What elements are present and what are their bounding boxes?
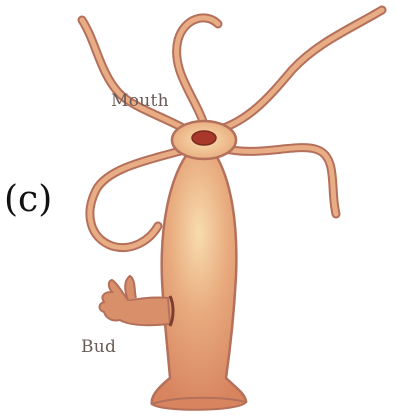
panel-letter: (c) (4, 182, 52, 218)
tentacle-upper-left (82, 20, 190, 132)
mouth-opening (192, 131, 216, 145)
basal-disc (152, 398, 246, 410)
tentacle-right (222, 148, 336, 214)
mouth-label: Mouth (111, 91, 169, 111)
bud-label: Bud (81, 337, 116, 357)
hydra-body (152, 150, 246, 408)
tentacle-upper-right (218, 10, 382, 130)
